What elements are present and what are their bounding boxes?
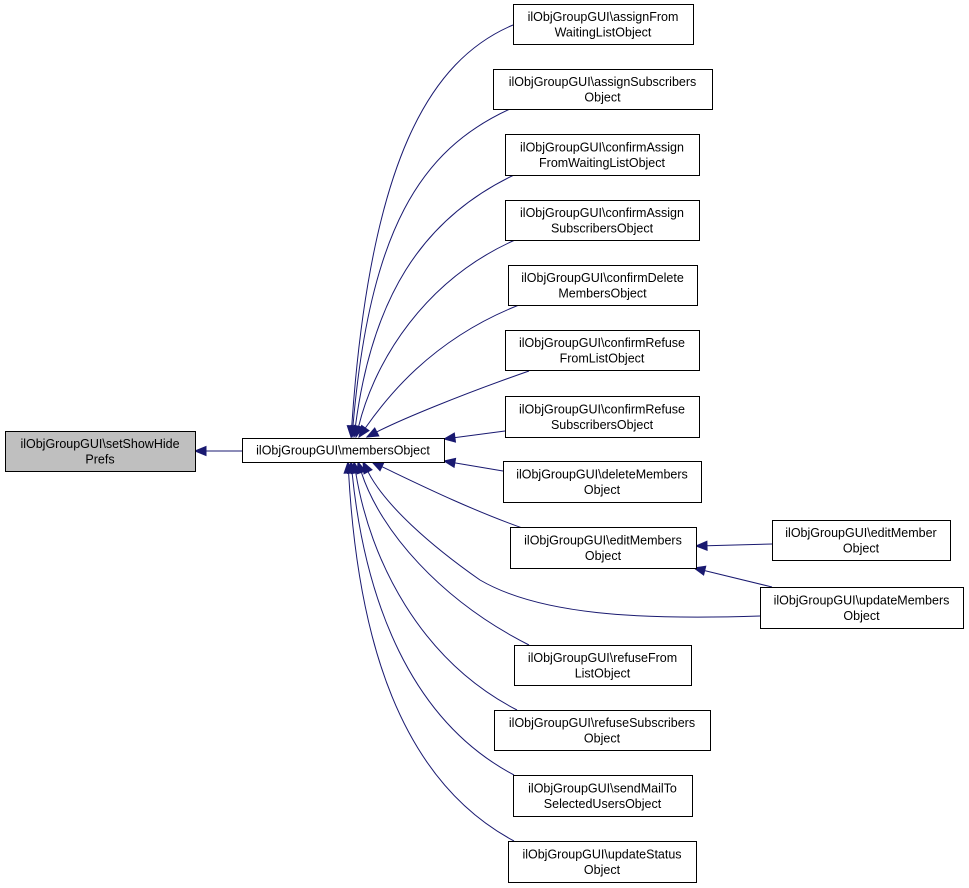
node-confirmRefuseSubscribersObject[interactable]: ilObjGroupGUI\confirmRefuseSubscribersOb… — [505, 396, 700, 438]
node-label-line: ilObjGroupGUI\assignFrom — [528, 10, 679, 24]
node-membersObject[interactable]: ilObjGroupGUI\membersObject — [242, 438, 445, 463]
edge-updateMembersObject-to-editMembersObject — [692, 565, 773, 588]
node-box — [494, 710, 711, 751]
edges-layer — [193, 24, 773, 842]
node-box — [505, 134, 700, 176]
node-label-line: FromWaitingListObject — [539, 156, 665, 170]
node-sendMailToSelectedUsersObject[interactable]: ilObjGroupGUI\sendMailToSelectedUsersObj… — [513, 775, 693, 817]
node-label-line: ListObject — [575, 666, 631, 680]
arrowhead — [365, 427, 380, 438]
node-label-line: ilObjGroupGUI\confirmAssign — [520, 206, 684, 220]
node-label-line: FromListObject — [560, 351, 645, 365]
edge-assignSubscribersObject-to-membersObject — [347, 108, 511, 439]
edge-confirmAssignSubscribersObject-to-membersObject — [353, 239, 516, 439]
node-assignFromWaitingListObject[interactable]: ilObjGroupGUI\assignFromWaitingListObjec… — [513, 4, 694, 45]
node-label-line: ilObjGroupGUI\sendMailTo — [528, 781, 677, 795]
node-label-line: SubscribersObject — [551, 221, 654, 235]
node-label-line: MembersObject — [558, 286, 647, 300]
node-label-line: ilObjGroupGUI\refuseFrom — [528, 651, 677, 665]
node-label-line: SubscribersObject — [551, 418, 654, 432]
node-label-line: ilObjGroupGUI\deleteMembers — [516, 467, 688, 481]
edge-membersObject-to-setShowHidePrefs — [193, 445, 242, 457]
node-label-line: Object — [585, 549, 622, 563]
node-box — [513, 4, 694, 45]
edge-confirmRefuseSubscribersObject-to-membersObject — [442, 430, 506, 443]
node-label-line: Object — [584, 863, 621, 877]
node-box — [772, 520, 951, 561]
node-label-line: SelectedUsersObject — [544, 797, 662, 811]
node-label-line: ilObjGroupGUI\editMembers — [524, 533, 682, 547]
node-box — [505, 330, 700, 371]
node-label-line: Object — [843, 609, 880, 623]
node-box — [505, 200, 700, 241]
node-label-line: ilObjGroupGUI\assignSubscribers — [509, 75, 697, 89]
node-confirmRefuseFromListObject[interactable]: ilObjGroupGUI\confirmRefuseFromListObjec… — [505, 330, 700, 371]
node-box — [508, 265, 698, 306]
edge-assignFromWaitingListObject-to-membersObject — [346, 24, 514, 439]
node-label-line: ilObjGroupGUI\editMember — [785, 526, 936, 540]
node-label-line: Object — [584, 90, 621, 104]
edge-confirmDeleteMembersObject-to-membersObject — [358, 304, 520, 439]
edge-confirmRefuseFromListObject-to-membersObject — [365, 370, 530, 438]
node-label-line: ilObjGroupGUI\confirmDelete — [521, 271, 684, 285]
arrowhead — [370, 461, 385, 472]
node-box — [514, 645, 692, 686]
arrowhead — [343, 460, 354, 474]
node-label-line: Object — [584, 731, 621, 745]
node-box — [508, 841, 697, 883]
arrowhead — [362, 460, 373, 475]
edge-updateStatusObject-to-membersObject — [343, 460, 515, 842]
node-label-line: ilObjGroupGUI\updateMembers — [774, 593, 950, 607]
node-label-line: Object — [584, 483, 621, 497]
node-box — [513, 775, 693, 817]
node-box — [510, 527, 697, 569]
node-box — [503, 461, 702, 503]
node-box — [242, 438, 445, 463]
node-box — [505, 396, 700, 438]
edge-editMemberObject-to-editMembersObject — [694, 540, 773, 551]
node-confirmAssignSubscribersObject[interactable]: ilObjGroupGUI\confirmAssignSubscribersOb… — [505, 200, 700, 241]
arrowhead — [358, 424, 370, 439]
arrowhead — [193, 445, 207, 457]
nodes-layer: ilObjGroupGUI\setShowHidePrefsilObjGroup… — [5, 4, 964, 883]
node-box — [760, 587, 964, 629]
node-box — [493, 69, 713, 110]
node-label-line: WaitingListObject — [555, 25, 652, 39]
node-confirmAssignFromWaitingListObject[interactable]: ilObjGroupGUI\confirmAssignFromWaitingLi… — [505, 134, 700, 176]
node-label-line: ilObjGroupGUI\updateStatus — [522, 847, 681, 861]
node-label-line: Object — [843, 541, 880, 555]
node-box — [5, 431, 196, 472]
arrowhead — [442, 457, 457, 469]
edge-deleteMembersObject-to-membersObject — [442, 457, 504, 472]
node-label-line: ilObjGroupGUI\setShowHide — [20, 437, 179, 451]
edge-confirmAssignFromWaitingListObject-to-membersObject — [350, 174, 515, 439]
node-label-line: ilObjGroupGUI\membersObject — [256, 444, 430, 458]
node-label-line: ilObjGroupGUI\confirmRefuse — [519, 402, 685, 416]
arrowhead — [442, 432, 457, 443]
node-label-line: ilObjGroupGUI\confirmAssign — [520, 140, 684, 154]
node-label-line: ilObjGroupGUI\confirmRefuse — [519, 336, 685, 350]
arrowhead — [694, 540, 708, 551]
node-label-line: ilObjGroupGUI\refuseSubscribers — [509, 716, 695, 730]
node-label-line: Prefs — [85, 452, 114, 466]
edge-sendMailToSelectedUsersObject-to-membersObject — [346, 460, 515, 776]
